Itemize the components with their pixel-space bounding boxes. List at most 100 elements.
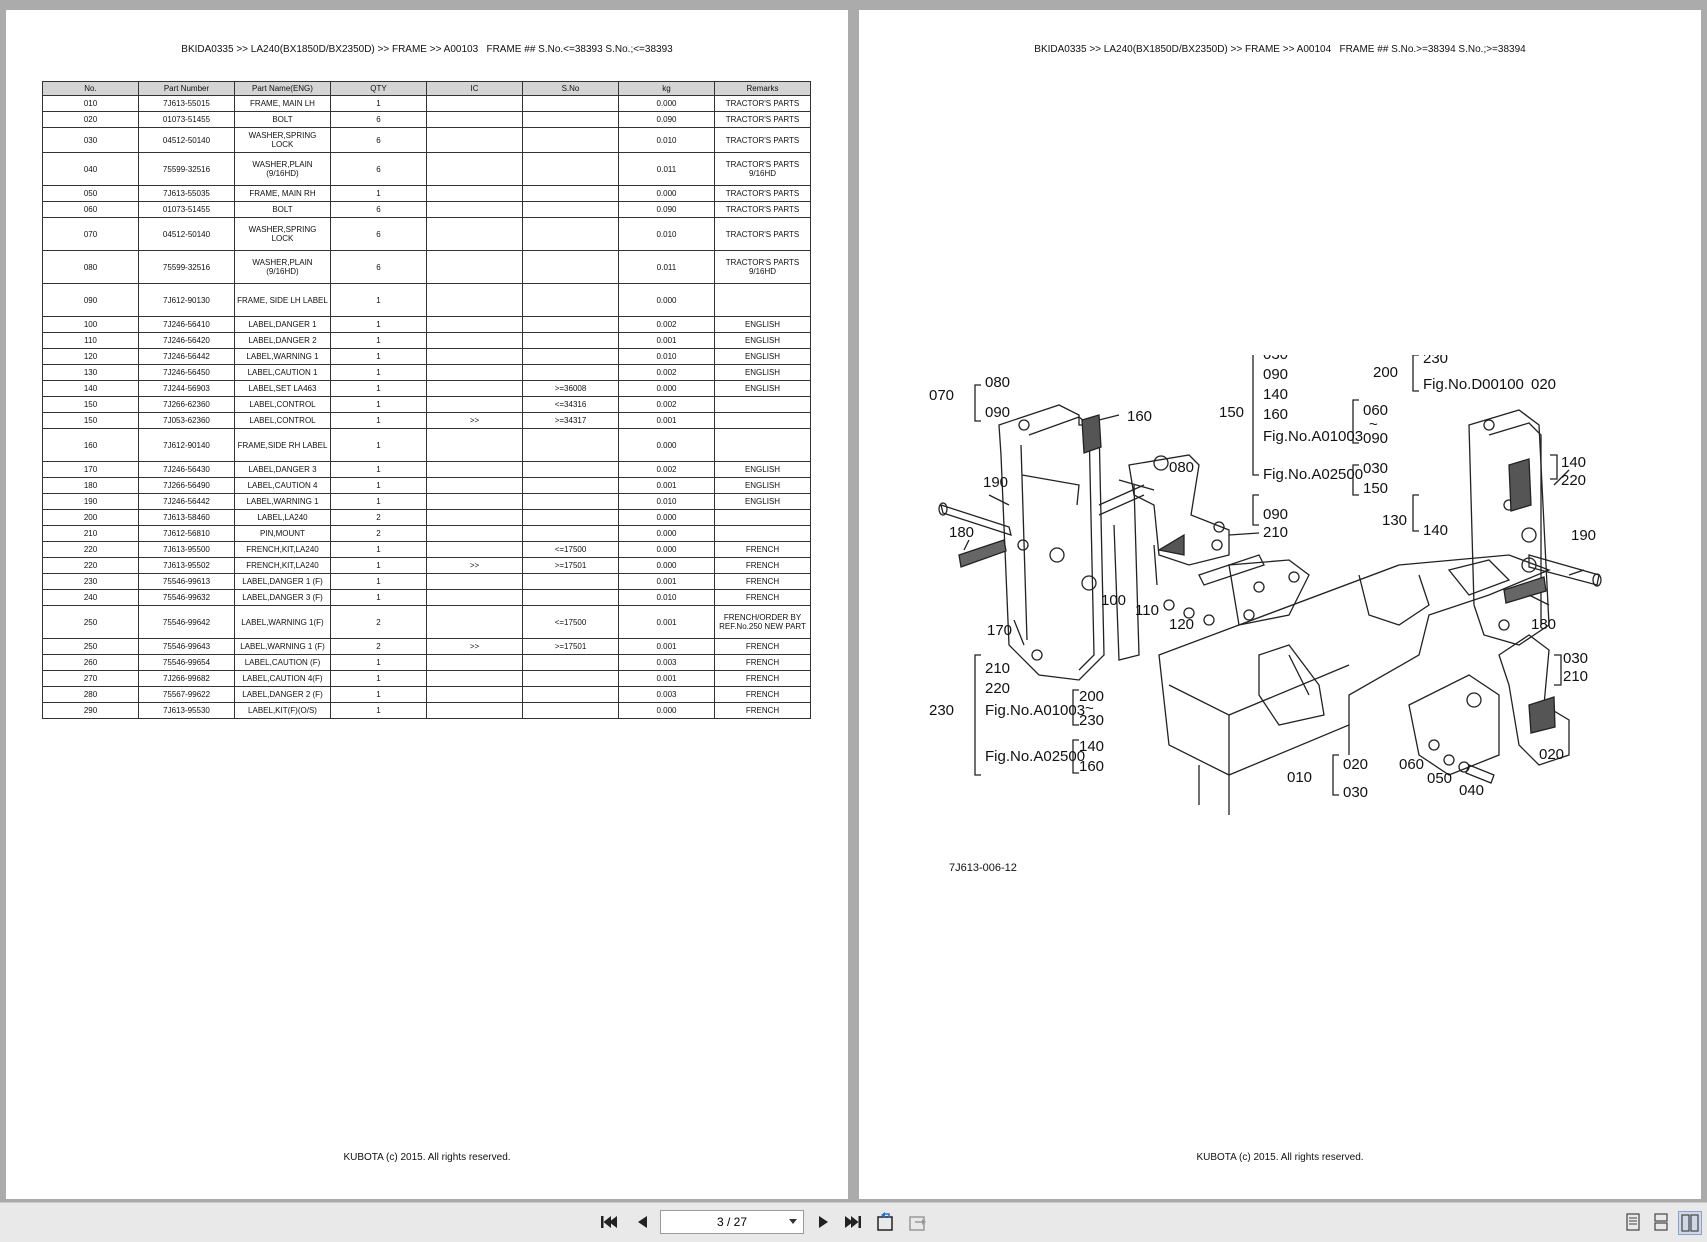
cell-ic bbox=[426, 364, 523, 381]
callout-150: 150 bbox=[1219, 404, 1244, 421]
cell-qty: 1 bbox=[330, 557, 427, 574]
cell-no: 050 bbox=[42, 185, 139, 202]
cell-remarks: FRENCH bbox=[714, 670, 811, 687]
go-back-view-button[interactable] bbox=[874, 1211, 898, 1233]
cell-no: 200 bbox=[42, 509, 139, 526]
callout-210: 210 bbox=[1263, 524, 1288, 541]
cell-kg: 0.002 bbox=[618, 316, 715, 333]
cell-ic bbox=[426, 461, 523, 478]
cell-qty: 1 bbox=[330, 686, 427, 703]
first-page-icon bbox=[601, 1216, 617, 1228]
cell-kg: 0.000 bbox=[618, 557, 715, 574]
cell-qty: 1 bbox=[330, 654, 427, 671]
continuous-view-button[interactable] bbox=[1652, 1211, 1670, 1233]
previous-page-button[interactable] bbox=[632, 1211, 652, 1233]
callout-020: 020 bbox=[1531, 376, 1556, 393]
callout-080: 080 bbox=[985, 374, 1010, 391]
single-page-icon bbox=[1626, 1213, 1640, 1231]
callout-200b: 200 bbox=[1079, 688, 1104, 705]
cell-sno bbox=[522, 95, 619, 112]
cell-ic bbox=[426, 348, 523, 365]
cell-no: 220 bbox=[42, 557, 139, 574]
cell-no: 280 bbox=[42, 686, 139, 703]
callout-140c: 140 bbox=[1423, 522, 1448, 539]
cell-sno bbox=[522, 509, 619, 526]
fig-ref-d00100: Fig.No.D00100 bbox=[1423, 376, 1524, 393]
cell-part-number: 7J244-56903 bbox=[138, 380, 235, 397]
cell-name: BOLT bbox=[234, 201, 331, 218]
cell-part-number: 7J266-62360 bbox=[138, 396, 235, 413]
cell-remarks: FRENCH bbox=[714, 541, 811, 558]
callout-090d: 090 bbox=[1263, 506, 1288, 523]
last-page-icon bbox=[845, 1216, 861, 1228]
cell-remarks bbox=[714, 525, 811, 542]
cell-kg: 0.010 bbox=[618, 217, 715, 251]
page-footer: KUBOTA (c) 2015. All rights reserved. bbox=[1196, 1152, 1364, 1163]
cell-part-number: 75567-99622 bbox=[138, 686, 235, 703]
cell-sno bbox=[522, 127, 619, 153]
cell-no: 130 bbox=[42, 364, 139, 381]
column-header-part-number: Part Number bbox=[138, 81, 235, 96]
left-page: BKIDA0335 >> LA240(BX1850D/BX2350D) >> F… bbox=[6, 10, 848, 1199]
cell-kg: 0.000 bbox=[618, 509, 715, 526]
cell-part-number: 04512-50140 bbox=[138, 127, 235, 153]
cell-no: 290 bbox=[42, 702, 139, 719]
cell-qty: 1 bbox=[330, 573, 427, 590]
cell-no: 110 bbox=[42, 332, 139, 349]
cell-sno: >=17501 bbox=[522, 638, 619, 655]
cell-sno bbox=[522, 589, 619, 606]
cell-no: 220 bbox=[42, 541, 139, 558]
cell-ic bbox=[426, 670, 523, 687]
column-header-no: No. bbox=[42, 81, 139, 96]
cell-qty: 1 bbox=[330, 493, 427, 510]
cell-part-number: 7J613-55015 bbox=[138, 95, 235, 112]
cell-qty: 1 bbox=[330, 477, 427, 494]
exploded-parts-diagram: 070 080 090 160 150 030 090 140 160 Fig.… bbox=[929, 355, 1602, 815]
cell-kg: 0.000 bbox=[618, 283, 715, 317]
cell-part-number: 7J246-56442 bbox=[138, 493, 235, 510]
right-page: BKIDA0335 >> LA240(BX1850D/BX2350D) >> F… bbox=[859, 10, 1701, 1199]
cell-part-number: 01073-51455 bbox=[138, 111, 235, 128]
callout-230: 230 bbox=[1423, 355, 1448, 367]
callout-190b: 190 bbox=[1571, 527, 1596, 544]
go-forward-view-button[interactable] bbox=[906, 1211, 930, 1233]
cell-part-number: 75546-99643 bbox=[138, 638, 235, 655]
cell-remarks: TRACTOR'S PARTS bbox=[714, 217, 811, 251]
fig-ref-a01003b: Fig.No.A01003 bbox=[985, 702, 1085, 719]
last-page-button[interactable] bbox=[842, 1211, 864, 1233]
diagram-linework bbox=[938, 355, 1602, 815]
cell-part-number: 7J612-90140 bbox=[138, 428, 235, 462]
cell-kg: 0.011 bbox=[618, 250, 715, 284]
page-number-select[interactable]: 3 / 27 bbox=[660, 1210, 804, 1234]
cell-qty: 1 bbox=[330, 364, 427, 381]
cell-sno bbox=[522, 686, 619, 703]
next-page-button[interactable] bbox=[814, 1211, 834, 1233]
cell-ic bbox=[426, 332, 523, 349]
cell-qty: 1 bbox=[330, 283, 427, 317]
column-header-remarks: Remarks bbox=[714, 81, 811, 96]
single-page-view-button[interactable] bbox=[1624, 1211, 1642, 1233]
cell-no: 070 bbox=[42, 217, 139, 251]
first-page-button[interactable] bbox=[598, 1211, 620, 1233]
cell-remarks: TRACTOR'S PARTS bbox=[714, 185, 811, 202]
cell-qty: 1 bbox=[330, 461, 427, 478]
cell-sno bbox=[522, 654, 619, 671]
two-page-view-button[interactable] bbox=[1678, 1211, 1702, 1235]
cell-qty: 1 bbox=[330, 396, 427, 413]
cell-name: FRENCH,KIT,LA240 bbox=[234, 557, 331, 574]
cell-remarks: TRACTOR'S PARTS bbox=[714, 111, 811, 128]
page-footer: KUBOTA (c) 2015. All rights reserved. bbox=[343, 1152, 511, 1163]
cell-qty: 1 bbox=[330, 589, 427, 606]
cell-name: BOLT bbox=[234, 111, 331, 128]
cell-qty: 1 bbox=[330, 412, 427, 429]
cell-name: LABEL,WARNING 1 bbox=[234, 348, 331, 365]
